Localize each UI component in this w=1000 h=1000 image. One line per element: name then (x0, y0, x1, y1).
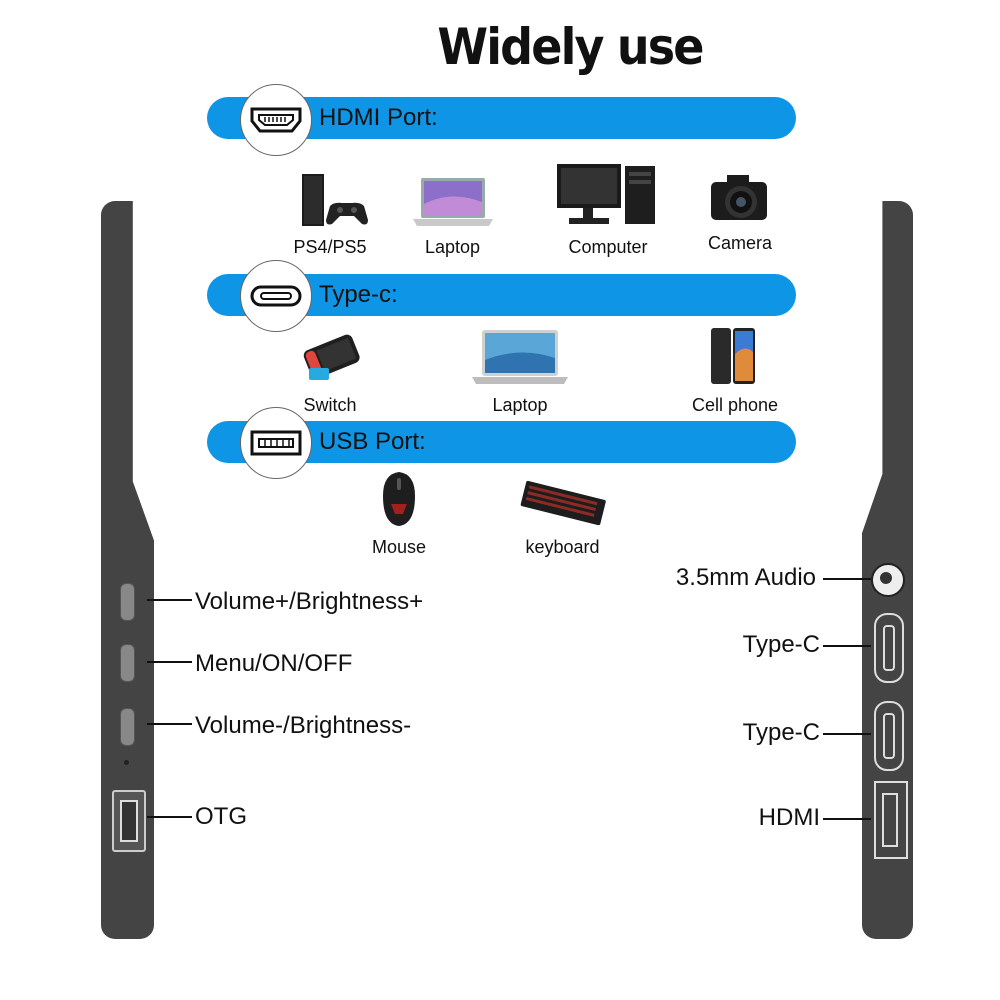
desktop-computer-icon (557, 164, 655, 224)
otg-label: OTG (195, 803, 247, 830)
device-label: Laptop (492, 395, 548, 415)
volume-up-label: Volume+/Brightness+ (195, 588, 424, 615)
hdmi-port[interactable] (874, 781, 908, 859)
device-label: PS4/PS5 (293, 237, 367, 257)
hdmi-section-label: HDMI Port: (319, 104, 438, 131)
device-computer: Computer (548, 162, 668, 258)
type-c-section-label: Type-c: (319, 281, 398, 308)
menu-power-label: Menu/ON/OFF (195, 650, 353, 677)
device-label: Laptop (424, 237, 481, 257)
device-label: keyboard (525, 537, 600, 557)
laptop-icon (472, 330, 568, 384)
menu-power-button[interactable] (120, 644, 135, 682)
leader-line (147, 816, 192, 818)
device-laptop-2: Laptop (465, 328, 575, 416)
device-label: Camera (707, 233, 773, 253)
hdmi-label: HDMI (758, 804, 820, 831)
leader-line (823, 733, 871, 735)
device-switch: Switch (285, 324, 375, 416)
indicator-light (124, 760, 129, 765)
audio-jack[interactable] (871, 563, 905, 597)
audio-label: 3.5mm Audio (675, 564, 816, 591)
device-mouse: Mouse (354, 470, 444, 558)
device-label: Switch (303, 395, 357, 415)
game-console-icon (302, 174, 368, 226)
leader-line (823, 578, 871, 580)
type-c-1-label: Type-C (742, 631, 820, 658)
leader-line (147, 599, 192, 601)
hdmi-port-icon (240, 84, 312, 156)
device-camera: Camera (695, 172, 785, 254)
volume-down-label: Volume-/Brightness- (195, 712, 412, 739)
device-keyboard: keyboard (510, 480, 615, 558)
usb-port-icon (240, 407, 312, 479)
phone-icon (711, 328, 755, 384)
page-title: Widely use (437, 18, 704, 76)
device-label: Mouse (371, 537, 427, 557)
type-c-port-2[interactable] (874, 701, 904, 771)
volume-down-button[interactable] (120, 708, 135, 746)
camera-icon (711, 175, 767, 220)
device-label: Cell phone (691, 395, 779, 415)
device-cell-phone: Cell phone (685, 324, 785, 416)
device-ps4: PS4/PS5 (280, 172, 380, 258)
type-c-port-icon (240, 260, 312, 332)
handheld-console-icon (303, 334, 360, 380)
keyboard-icon (520, 480, 606, 526)
leader-line (823, 818, 871, 820)
mouse-icon (383, 472, 415, 526)
laptop-icon (412, 178, 493, 226)
type-c-port-1[interactable] (874, 613, 904, 683)
leader-line (147, 723, 192, 725)
leader-line (823, 645, 871, 647)
device-laptop: Laptop (405, 176, 500, 258)
device-label: Computer (568, 237, 648, 257)
otg-usb-port[interactable] (112, 790, 146, 852)
leader-line (147, 661, 192, 663)
volume-up-button[interactable] (120, 583, 135, 621)
usb-section-label: USB Port: (319, 428, 426, 455)
type-c-2-label: Type-C (742, 719, 820, 746)
